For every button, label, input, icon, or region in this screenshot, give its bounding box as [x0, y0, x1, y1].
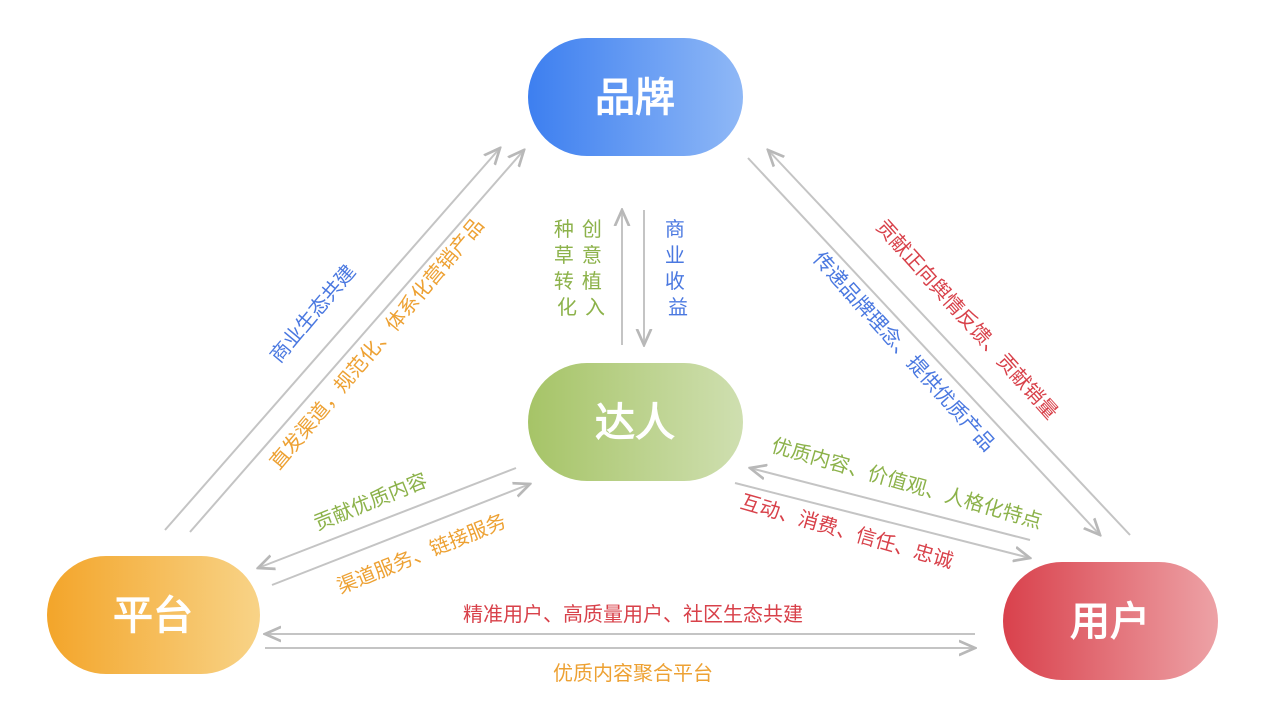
arrow-platform-to-brand-outer: [164, 148, 500, 531]
label-business-ecosystem: 商业生态共建: [265, 260, 361, 367]
arrow-user-to-creator: [750, 468, 1031, 541]
node-brand[interactable]: 品牌: [528, 38, 743, 156]
node-platform[interactable]: 平台: [47, 556, 260, 674]
arrow-platform-to-creator: [271, 484, 530, 586]
node-user-label: 用户: [1070, 599, 1150, 645]
label-brand-value: 传递品牌理念、提供优质产品: [808, 247, 1000, 456]
arrow-creator-to-platform: [258, 467, 517, 568]
label-content-platform: 优质内容聚合平台: [553, 661, 713, 685]
label-business-revenue: 商 业 收 益: [665, 217, 691, 319]
node-creator[interactable]: 达人: [528, 363, 743, 481]
arrow-user-to-brand: [768, 150, 1131, 536]
node-creator-label: 达人: [595, 400, 675, 446]
label-seeding-conversion: 种 草 转 化: [554, 217, 580, 319]
node-brand-label: 品牌: [595, 75, 675, 121]
node-platform-label: 平台: [113, 593, 193, 639]
label-creative-placement: 创 意 植 入: [582, 217, 608, 319]
arrow-brand-to-user: [747, 157, 1100, 535]
arrow-platform-to-brand-inner: [189, 150, 524, 533]
label-channel-service: 渠道服务、链接服务: [333, 509, 509, 599]
label-precise-users: 精准用户、高质量用户、社区生态共建: [463, 602, 803, 626]
arrow-creator-to-user: [734, 482, 1030, 558]
node-user[interactable]: 用户: [1003, 562, 1218, 680]
